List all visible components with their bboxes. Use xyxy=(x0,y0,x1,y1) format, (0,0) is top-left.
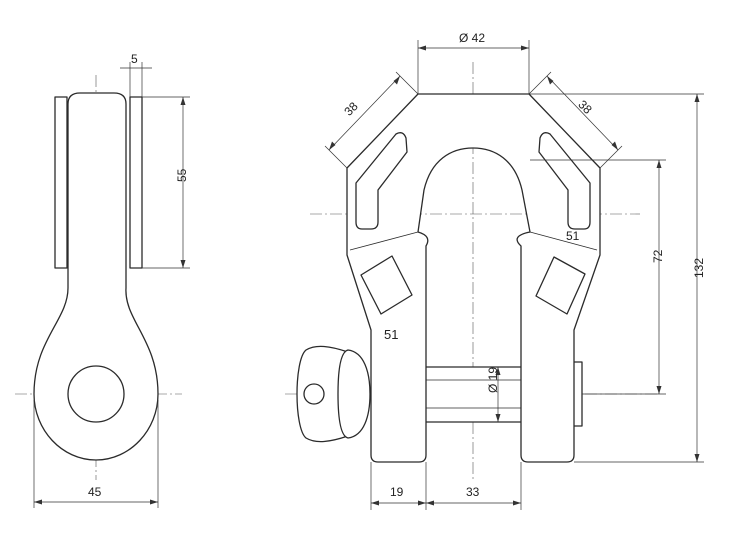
side-plate-left xyxy=(54,96,68,269)
right-upper-window xyxy=(538,132,591,230)
dim-42-arrow-right xyxy=(521,45,529,51)
dim-overall-width-label: 45 xyxy=(88,485,102,499)
dim-inner-height-label: 72 xyxy=(651,249,665,263)
pin-head-hole xyxy=(303,383,325,405)
dim-overall-height-label: 132 xyxy=(692,258,706,278)
shackle-body xyxy=(346,93,601,463)
dim-19-pin-arrow-top xyxy=(495,367,501,375)
pin-collar xyxy=(337,349,371,439)
right-lower-window xyxy=(535,256,586,315)
dim-plate-height-label: 55 xyxy=(175,168,189,182)
dim-chamfer-right-label: 38 xyxy=(575,97,595,117)
side-view: 5 55 45 xyxy=(15,52,190,508)
dim-top-width-label: Ø 42 xyxy=(459,31,485,45)
dim-132-arrow-top xyxy=(694,94,700,102)
dim-33-arrow-left xyxy=(426,500,434,506)
dim-38-right-extension-top xyxy=(528,71,552,95)
left-jaw-separator xyxy=(349,231,419,251)
front-view: 51 51 Ø 42 38 38 72 1 xyxy=(285,31,706,510)
pin-shaft xyxy=(424,366,523,423)
dim-55-arrow-top xyxy=(180,97,186,105)
dim-19-arrow-left xyxy=(371,500,379,506)
mark-51-left: 51 xyxy=(384,327,398,342)
dim-38-left-arrow-bottom xyxy=(329,141,336,150)
dim-pin-diameter-label: Ø 19 xyxy=(486,367,500,393)
dim-55-arrow-bottom xyxy=(180,260,186,268)
left-upper-window xyxy=(355,132,408,230)
left-lower-window xyxy=(360,255,413,315)
dim-45-arrow-right xyxy=(150,499,158,505)
dim-inner-width-label: 33 xyxy=(466,485,480,499)
dim-42-arrow-left xyxy=(418,45,426,51)
dim-19-pin-arrow-bottom xyxy=(495,414,501,422)
dim-38-left-arrow-top xyxy=(393,76,400,85)
tongue-body xyxy=(33,92,159,461)
dim-38-left-line xyxy=(328,75,401,151)
dim-72-arrow-bottom xyxy=(656,386,662,394)
dim-33-arrow-right xyxy=(513,500,521,506)
dim-jaw-thickness-label: 19 xyxy=(390,485,404,499)
dim-plate-thickness-label: 5 xyxy=(131,52,138,66)
dim-38-left-extension-top xyxy=(395,71,419,95)
dim-38-left-extension-bottom xyxy=(324,145,348,169)
dim-38-right-arrow-top xyxy=(547,76,554,85)
right-jaw-separator xyxy=(529,231,598,251)
dim-38-right-arrow-bottom xyxy=(611,141,618,150)
dim-45-arrow-left xyxy=(34,499,42,505)
dim-chamfer-left-label: 38 xyxy=(341,99,361,119)
tongue-eye-hole xyxy=(67,365,125,423)
dim-38-right-extension-bottom xyxy=(599,145,623,169)
dim-72-arrow-top xyxy=(656,160,662,168)
mark-51-right: 51 xyxy=(566,229,580,243)
dim-19-arrow-right xyxy=(418,500,426,506)
side-plate-right xyxy=(129,96,143,269)
dim-38-right-line xyxy=(546,75,619,151)
dim-132-arrow-bottom xyxy=(694,454,700,462)
